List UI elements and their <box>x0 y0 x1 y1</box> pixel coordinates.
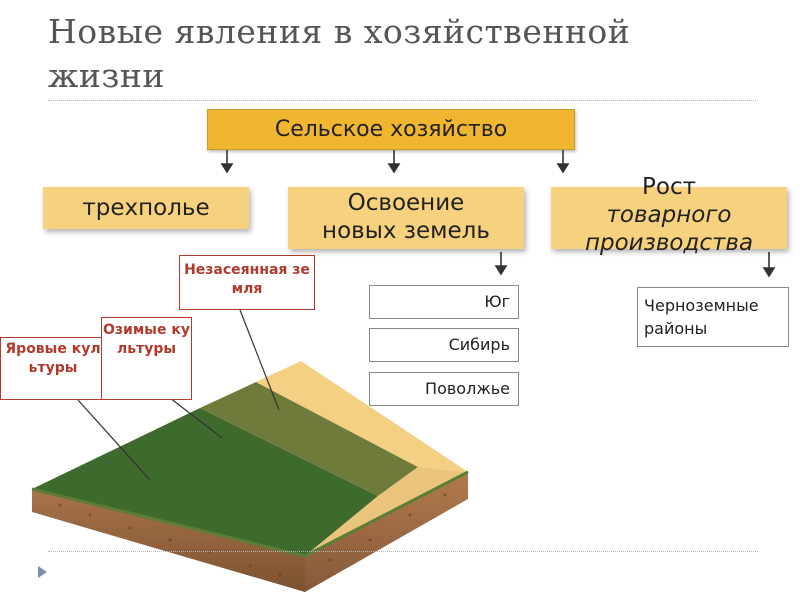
soil-speckles <box>58 493 447 577</box>
branch-osvoenie-line1: Освоение <box>347 190 465 216</box>
slide-title: Новые явления в хозяйственной жизни <box>48 12 631 95</box>
root-box: Сельское хозяйство <box>207 109 575 150</box>
callout-line-winter <box>169 397 223 439</box>
callout-line-spring <box>77 399 151 481</box>
slide-nav-arrow-icon[interactable] <box>38 566 47 578</box>
branch-rost-line1: Рост <box>642 174 696 200</box>
arrowhead-osvoenie <box>387 163 401 174</box>
soil-front-lower <box>32 489 305 592</box>
footer-divider <box>48 551 758 552</box>
soil-side-face <box>305 472 468 592</box>
branch-trehpole: трехполье <box>43 187 249 229</box>
title-divider <box>48 100 758 101</box>
label-winter-crops: Озимые культуры <box>101 317 192 400</box>
region-volga: Поволжье <box>369 372 519 406</box>
soil-front-face <box>32 489 305 592</box>
field-fallow-edge <box>305 467 468 556</box>
arrowhead-rost <box>556 163 570 174</box>
branch-rost-line2: товарного <box>606 202 732 228</box>
branch-rost: Рост товарного производства <box>551 174 787 256</box>
region-chernozem: Черноземные районы <box>637 287 789 347</box>
branch-osvoenie: Освоение новых земель <box>288 187 524 249</box>
label-spring-crops: Яровые культуры <box>0 337 106 400</box>
branch-rost-line3: производства <box>584 230 754 256</box>
label-fallow-land: Незасеянная земля <box>179 255 315 310</box>
field-spring-strip <box>32 408 378 556</box>
arrowhead-chernozem <box>762 267 776 278</box>
region-siberia: Сибирь <box>369 328 519 362</box>
region-south: Юг <box>369 285 519 319</box>
branch-osvoenie-line2: новых земель <box>322 218 490 244</box>
callout-line-fallow <box>239 309 280 411</box>
arrowhead-regions <box>494 265 508 276</box>
field-edge <box>31 470 469 558</box>
arrowhead-trehpole <box>220 163 234 174</box>
